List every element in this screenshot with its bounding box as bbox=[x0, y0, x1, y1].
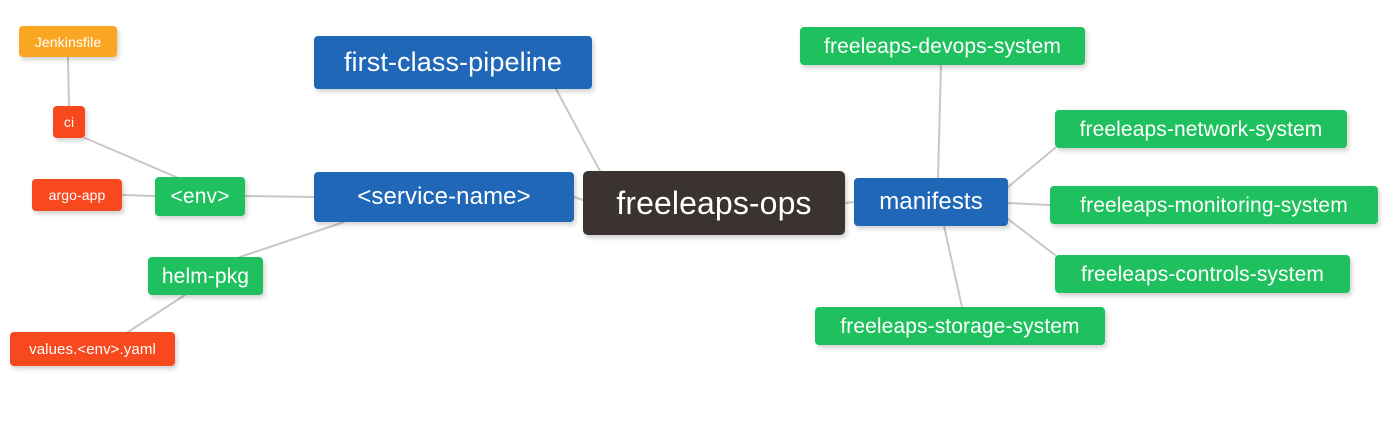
node-label: <env> bbox=[170, 185, 230, 208]
node-label: freeleaps-monitoring-system bbox=[1080, 193, 1348, 217]
mindmap-node-jenkins[interactable]: Jenkinsfile bbox=[19, 26, 117, 57]
node-label: freeleaps-network-system bbox=[1079, 117, 1323, 141]
mindmap-node-argoapp[interactable]: argo-app bbox=[32, 179, 122, 211]
edge-manifests-to-network bbox=[1007, 147, 1056, 188]
node-label: <service-name> bbox=[357, 183, 531, 210]
edge-jenkins-to-ci bbox=[67, 56, 70, 107]
node-label: values.<env>.yaml bbox=[29, 340, 156, 358]
mindmap-node-env[interactable]: <env> bbox=[155, 177, 245, 216]
mindmap-node-network[interactable]: freeleaps-network-system bbox=[1055, 110, 1347, 148]
mindmap-node-root[interactable]: freeleaps-ops bbox=[583, 171, 845, 235]
edge-helmpkg-to-service bbox=[239, 221, 345, 258]
mindmap-node-service[interactable]: <service-name> bbox=[314, 172, 574, 222]
node-label: ci bbox=[63, 114, 75, 130]
edge-root-to-manifests bbox=[844, 201, 855, 204]
node-label: freeleaps-storage-system bbox=[840, 314, 1080, 338]
mindmap-node-helmpkg[interactable]: helm-pkg bbox=[148, 257, 263, 295]
mindmap-node-monitoring[interactable]: freeleaps-monitoring-system bbox=[1050, 186, 1378, 224]
node-label: freeleaps-controls-system bbox=[1081, 262, 1324, 286]
edge-service-to-root bbox=[573, 196, 584, 201]
node-label: manifests bbox=[879, 188, 983, 215]
mindmap-node-storage[interactable]: freeleaps-storage-system bbox=[815, 307, 1105, 345]
edge-ci-to-env bbox=[84, 137, 177, 178]
node-label: argo-app bbox=[48, 187, 106, 203]
node-label: freeleaps-devops-system bbox=[824, 34, 1061, 58]
node-label: helm-pkg bbox=[161, 264, 250, 288]
edge-env-to-service bbox=[244, 195, 315, 198]
mindmap-node-manifests[interactable]: manifests bbox=[854, 178, 1008, 226]
edge-manifests-to-monitoring bbox=[1007, 202, 1051, 206]
mindmap-node-pipeline[interactable]: first-class-pipeline bbox=[314, 36, 592, 89]
node-label: Jenkinsfile bbox=[34, 33, 102, 50]
mindmap-node-controls[interactable]: freeleaps-controls-system bbox=[1055, 255, 1350, 293]
edge-values-to-helmpkg bbox=[127, 294, 186, 333]
mindmap-node-devops[interactable]: freeleaps-devops-system bbox=[800, 27, 1085, 65]
node-label: first-class-pipeline bbox=[343, 47, 563, 77]
edge-manifests-to-storage bbox=[943, 225, 963, 308]
edge-argoapp-to-env bbox=[121, 194, 156, 197]
mindmap-node-ci[interactable]: ci bbox=[53, 106, 85, 138]
edge-manifests-to-controls bbox=[1007, 218, 1056, 256]
edge-pipeline-to-root bbox=[555, 88, 601, 172]
node-label: freeleaps-ops bbox=[616, 185, 812, 221]
edge-manifests-to-devops bbox=[937, 64, 942, 179]
mindmap-node-values[interactable]: values.<env>.yaml bbox=[10, 332, 175, 366]
